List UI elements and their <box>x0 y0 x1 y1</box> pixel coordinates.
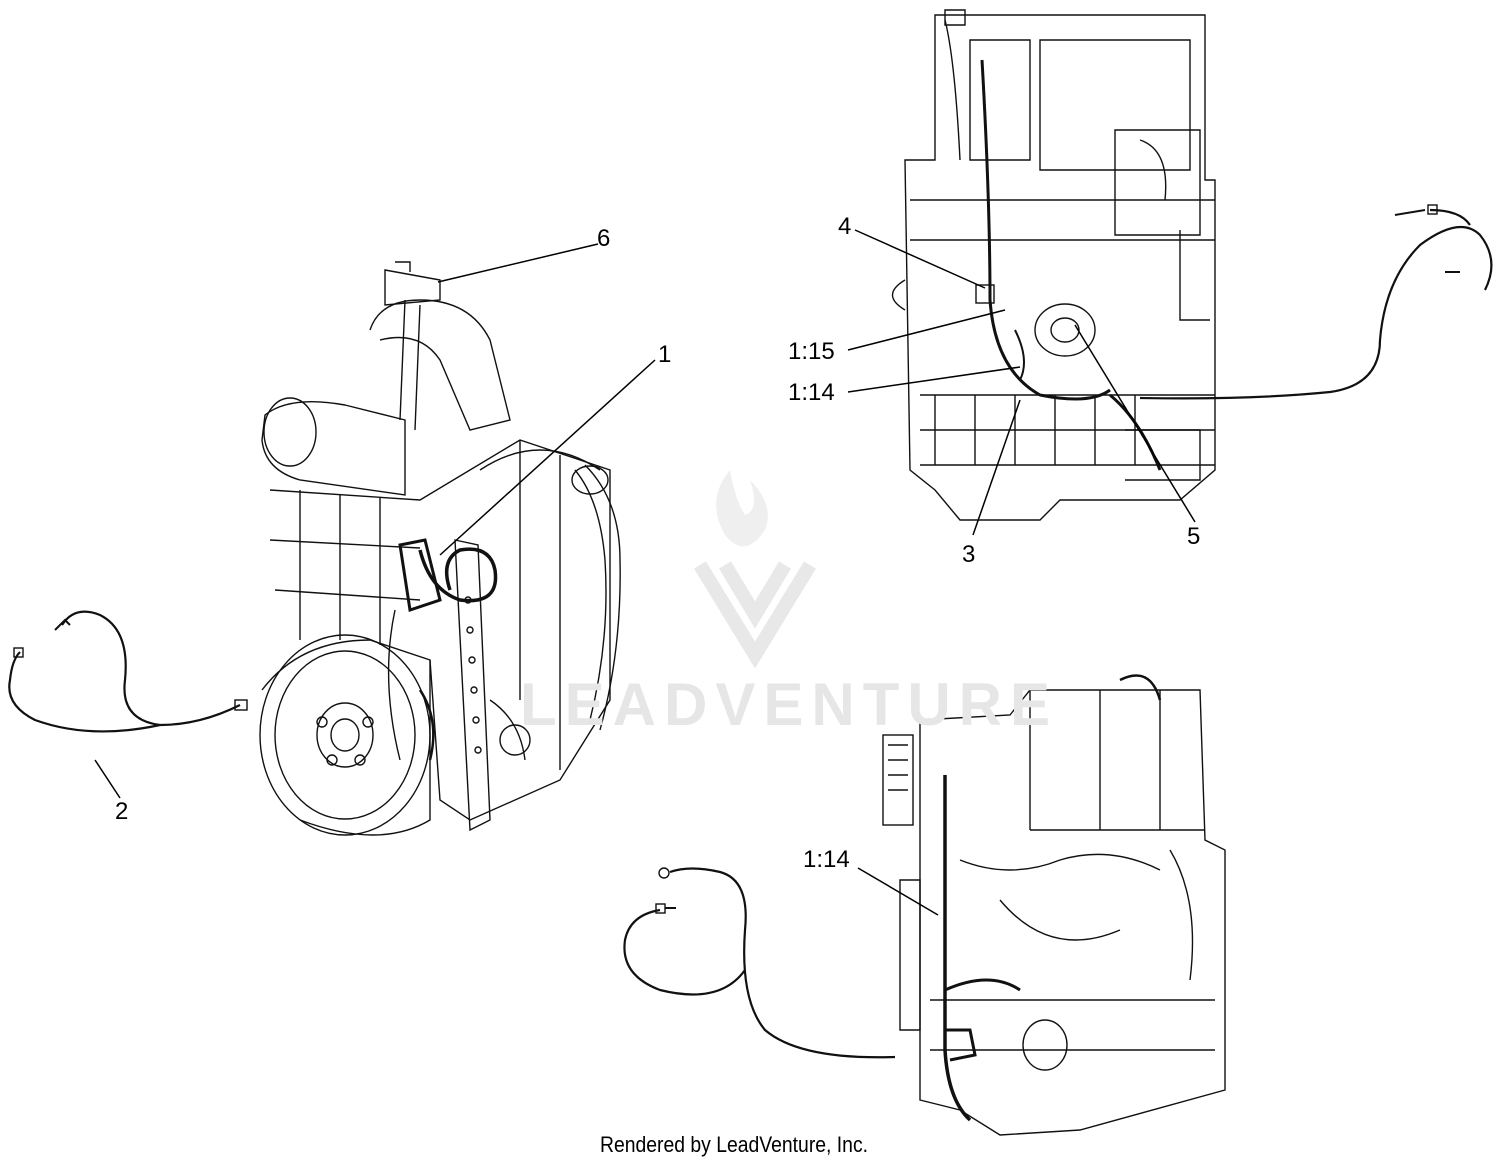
callout-6: 6 <box>597 225 611 252</box>
callout-3: 3 <box>962 541 976 568</box>
callout-1: 1 <box>658 341 672 368</box>
leader-lines <box>94 229 1196 916</box>
bottom-right-engine <box>623 674 1226 1136</box>
leader-5 <box>1074 324 1196 523</box>
leader-1-14-top <box>847 366 1021 393</box>
mount-rail <box>454 539 491 832</box>
callout-5: 5 <box>1187 523 1201 550</box>
watermark-text: LEADVENTURE <box>520 671 1059 738</box>
leader-4 <box>854 229 986 289</box>
leader-1-14-bottom <box>857 867 939 916</box>
wiring-harness-top <box>980 59 1111 401</box>
wiring-harness-bottom <box>943 775 972 1122</box>
leader-1 <box>439 359 656 556</box>
leader-6 <box>437 243 599 283</box>
callout-1-15: 1:15 <box>788 338 835 365</box>
callout-1-14-top: 1:14 <box>788 379 835 406</box>
wiring-harness-left <box>418 547 498 603</box>
battery-cable-top <box>1139 225 1493 400</box>
battery-cable-2 <box>61 610 241 727</box>
footer-credit: Rendered by LeadVenture, Inc. <box>600 1132 869 1157</box>
left-engine <box>8 261 621 836</box>
leader-1-15 <box>847 309 1006 351</box>
callout-4: 4 <box>838 213 852 240</box>
callout-1-14-bottom: 1:14 <box>803 846 850 873</box>
watermark-logo <box>694 470 816 669</box>
flywheel <box>259 634 431 836</box>
leader-2 <box>94 759 121 799</box>
battery-cable-bottom <box>669 867 896 1059</box>
top-right-engine <box>891 9 1493 521</box>
ecu-module <box>882 734 914 826</box>
callout-2: 2 <box>115 798 129 825</box>
leader-3 <box>972 399 1021 536</box>
